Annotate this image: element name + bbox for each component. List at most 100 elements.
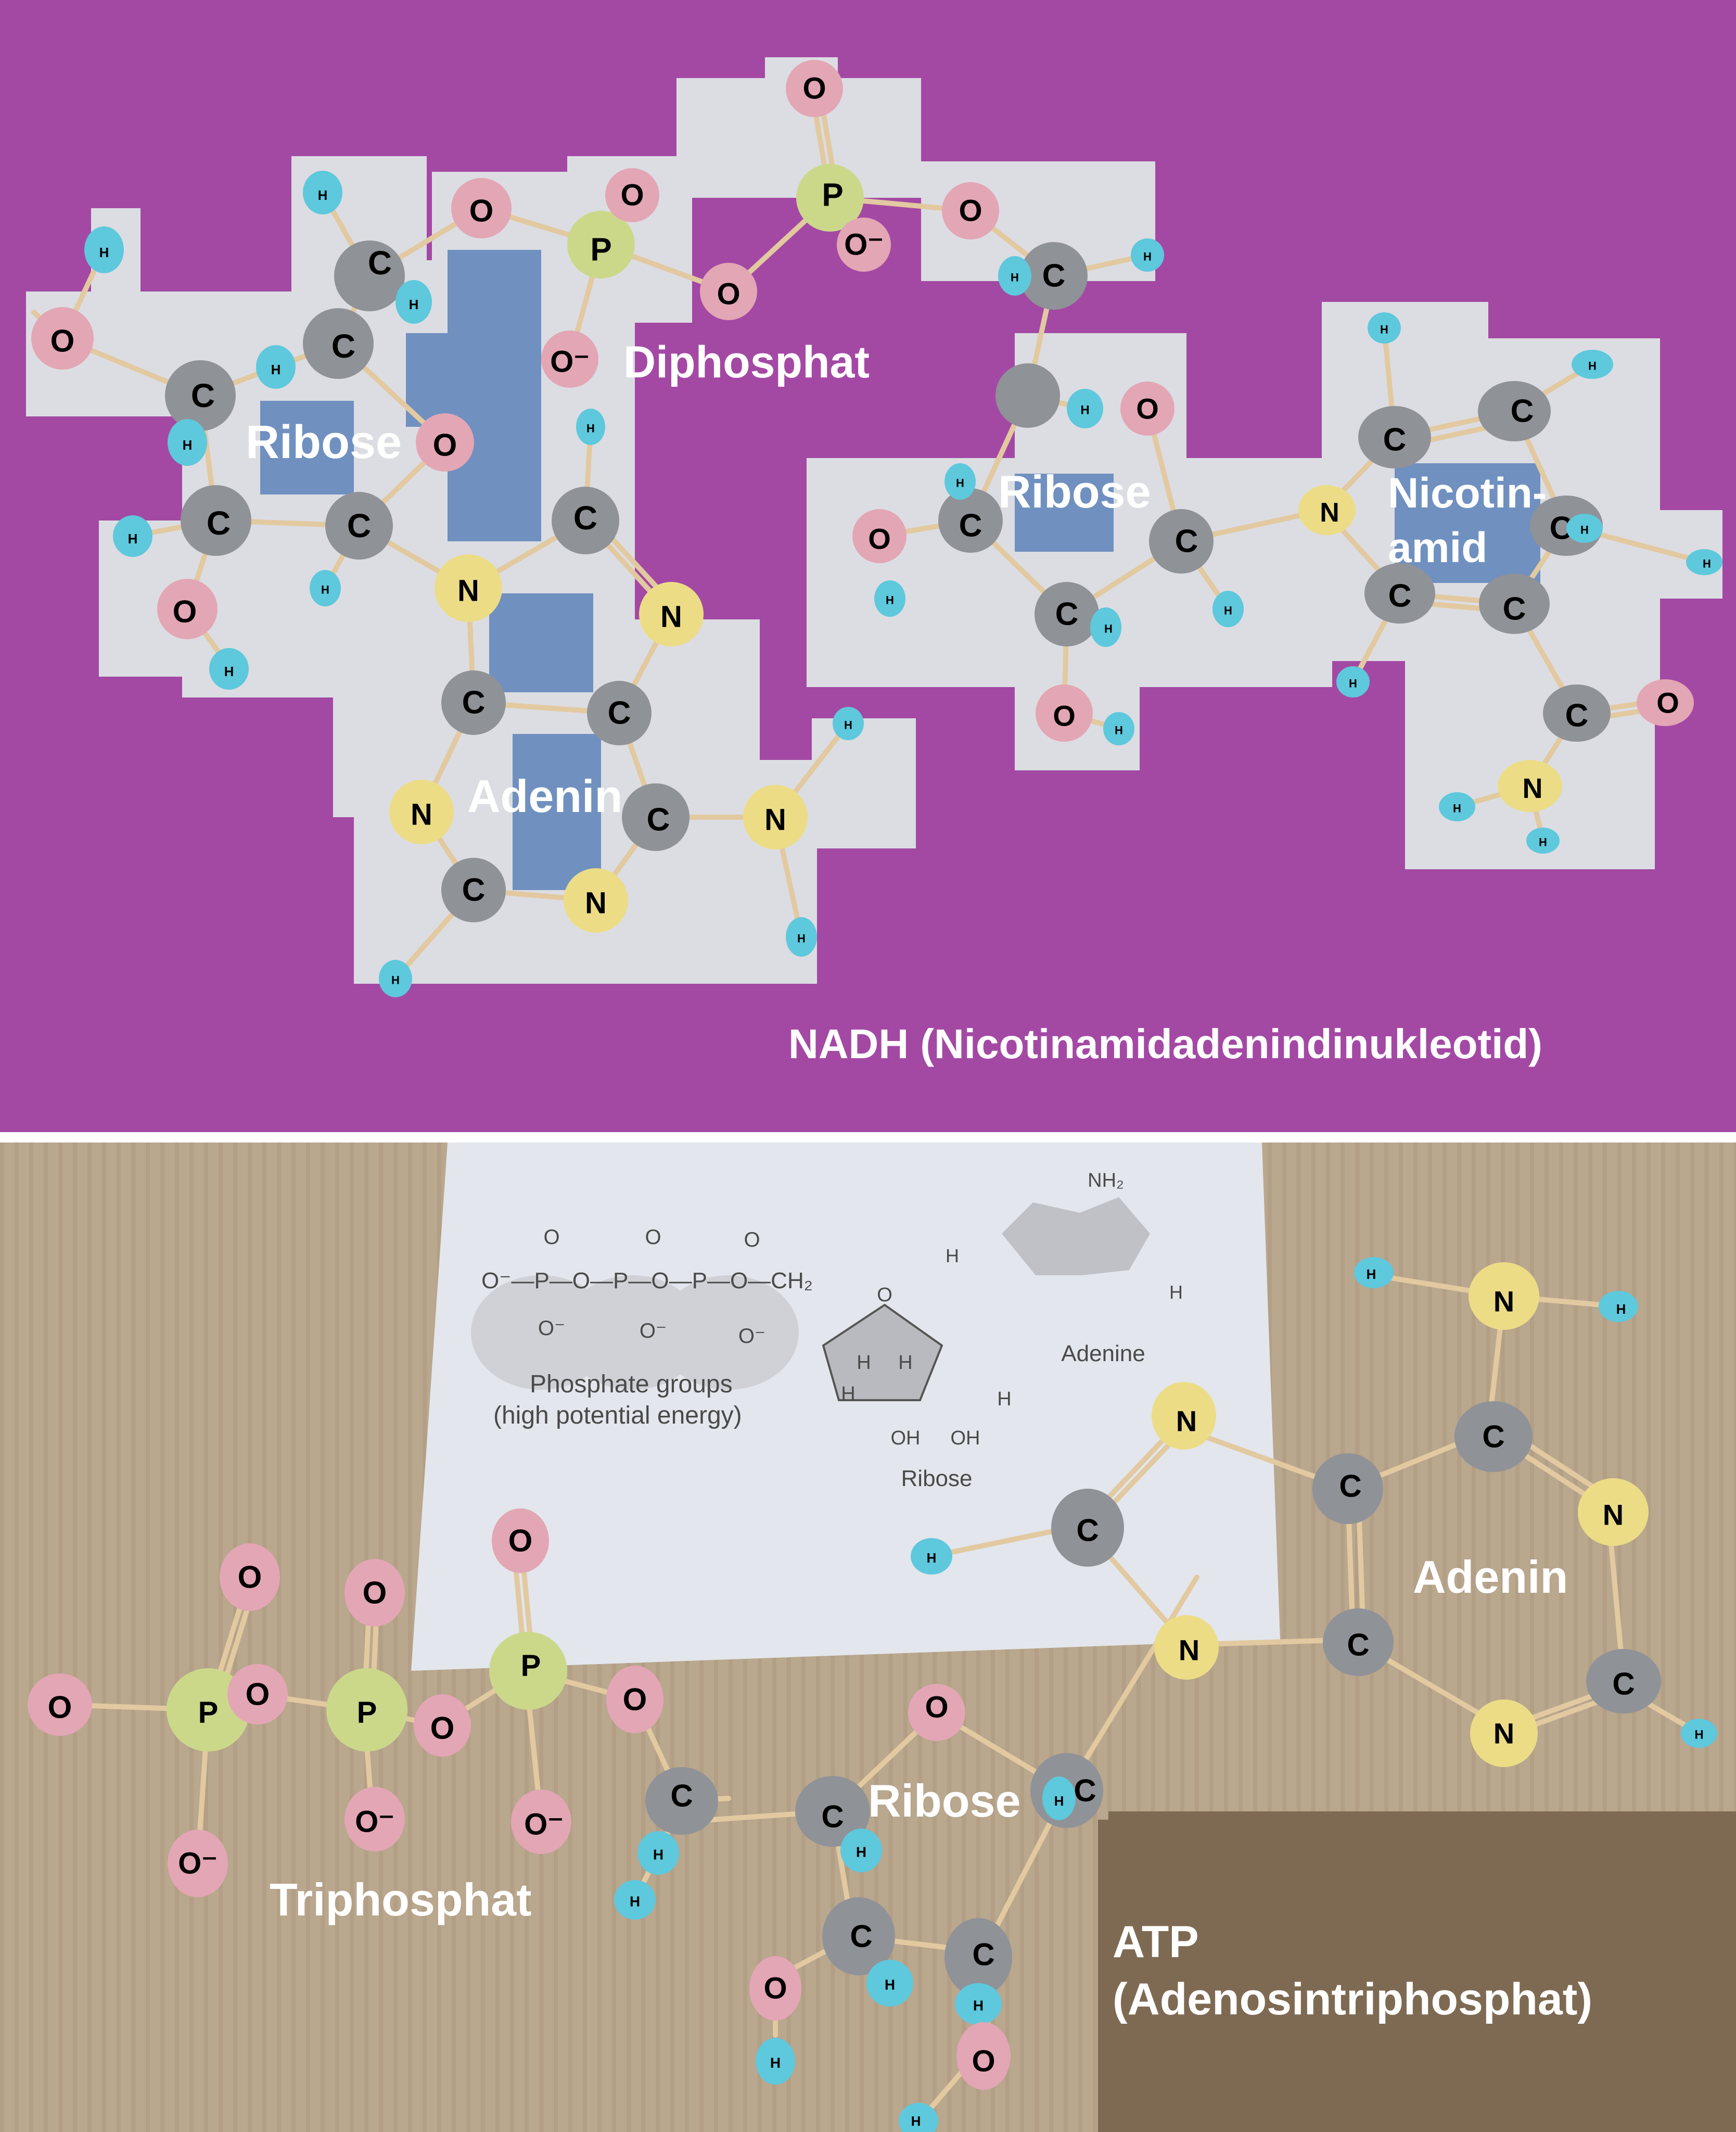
svg-text:C: C	[462, 872, 486, 908]
svg-text:O: O	[620, 179, 644, 212]
svg-text:OH: OH	[951, 1427, 980, 1449]
svg-text:C: C	[462, 685, 486, 721]
atom-hydrogen: H	[1599, 1291, 1638, 1322]
svg-text:C: C	[191, 377, 215, 414]
svg-text:O: O	[173, 594, 197, 629]
atom-phosphorus: P	[796, 164, 864, 232]
svg-text:O⁻: O⁻	[524, 1808, 564, 1842]
svg-text:H: H	[1011, 271, 1019, 284]
svg-text:C: C	[670, 1779, 693, 1813]
svg-text:H: H	[224, 664, 234, 679]
svg-text:O⁻: O⁻	[640, 1319, 667, 1342]
atom-oxygen: O	[749, 1956, 801, 2021]
svg-text:H: H	[770, 2055, 781, 2071]
atom-oxygen-ring: O	[908, 1684, 965, 1741]
atom-hydrogen: H	[1439, 792, 1475, 821]
svg-text:C: C	[1503, 591, 1526, 627]
svg-text:H: H	[841, 1383, 855, 1405]
atom-oxygen: O	[700, 263, 757, 320]
svg-text:O: O	[1656, 687, 1679, 719]
svg-text:O: O	[972, 2045, 995, 2078]
svg-text:H: H	[99, 245, 109, 260]
svg-text:C: C	[821, 1799, 844, 1834]
atom-oxygen-minus: O⁻	[344, 1787, 405, 1851]
atom-oxygen: O	[227, 1664, 288, 1724]
atom-oxygen: O	[852, 509, 907, 563]
reference-diagram: O⁻—P—O—P—O—P—O—CH₂ O O O O⁻ O⁻ O⁻ Phosph…	[471, 1170, 1183, 1491]
atom-hydrogen: H	[955, 1983, 1002, 2025]
atom-carbon: C	[552, 487, 619, 554]
svg-text:H: H	[927, 1550, 937, 1566]
atom-nitrogen: N	[1578, 1478, 1649, 1546]
svg-text:H: H	[1539, 836, 1547, 849]
svg-text:C: C	[331, 327, 355, 365]
svg-text:C: C	[608, 695, 631, 731]
atom-hydrogen: H	[84, 226, 124, 273]
atp-model-svg: O⁻—P—O—P—O—P—O—CH₂ O O O O⁻ O⁻ O⁻ Phosph…	[0, 1143, 1736, 2132]
atom-oxygen: O	[942, 182, 999, 239]
atom-oxygen: O	[606, 1666, 663, 1733]
atom-hydrogen: H	[1368, 312, 1401, 344]
atom-carbon: C	[303, 308, 374, 379]
svg-text:N: N	[1494, 1285, 1514, 1318]
svg-text:O: O	[246, 1677, 270, 1712]
atom-carbon: C	[587, 681, 652, 745]
ref-ribose-caption: Ribose	[901, 1466, 973, 1491]
atom-hydrogen: H	[256, 345, 296, 389]
svg-text:O: O	[238, 1560, 262, 1595]
svg-text:C: C	[1076, 1513, 1099, 1548]
svg-text:H: H	[1169, 1281, 1183, 1303]
svg-text:O: O	[50, 324, 75, 359]
atom-nitrogen: N	[1154, 1615, 1219, 1680]
svg-text:H: H	[1054, 1793, 1064, 1809]
svg-text:H: H	[586, 422, 595, 435]
svg-text:O⁻: O⁻	[738, 1325, 765, 1348]
atp-panel: O⁻—P—O—P—O—P—O—CH₂ O O O O⁻ O⁻ O⁻ Phosph…	[0, 1143, 1736, 2132]
atom-hydrogen: H	[1566, 514, 1603, 543]
atom-nitrogen: N	[389, 780, 454, 844]
svg-text:H: H	[956, 477, 964, 490]
atom-oxygen: O	[31, 307, 94, 370]
atom-nitrogen: N	[1469, 1262, 1539, 1330]
nadh-panel: O H C H C C H H O O H C H C H O H P O	[0, 0, 1736, 1132]
svg-text:C: C	[1511, 394, 1534, 429]
atom-oxygen: O	[220, 1543, 280, 1611]
atom-hydrogen: H	[1067, 389, 1103, 428]
label-nicotinamid-line1: Nicotin-	[1388, 469, 1547, 517]
svg-text:H: H	[857, 1352, 871, 1374]
svg-text:N: N	[585, 886, 607, 920]
svg-text:N: N	[764, 803, 786, 837]
svg-text:C: C	[647, 802, 670, 838]
atom-carbon: C	[325, 492, 393, 560]
svg-text:N: N	[1320, 498, 1339, 528]
svg-text:H: H	[183, 437, 193, 453]
atom-carbon: C	[181, 485, 251, 556]
atom-oxygen-minus: O⁻	[837, 218, 891, 272]
ref-ribose-ring	[822, 1303, 943, 1401]
atom-carbon: C	[645, 1767, 718, 1835]
svg-text:C: C	[1565, 698, 1589, 734]
atom-oxygen: O	[492, 1508, 549, 1573]
atom-oxygen: O	[157, 579, 218, 639]
label-triphosphat: Triphosphat	[270, 1874, 532, 1925]
atom-carbon: C	[938, 488, 1003, 553]
svg-text:H: H	[653, 1847, 663, 1863]
atom-hydrogen: H	[209, 648, 249, 690]
svg-text:N: N	[1179, 1634, 1199, 1667]
svg-text:O: O	[1053, 700, 1076, 732]
svg-text:H: H	[1453, 802, 1461, 815]
atom-oxygen: O	[605, 168, 659, 222]
atom-carbon: C	[1020, 242, 1088, 310]
atom-oxygen: O	[28, 1673, 92, 1736]
svg-text:O: O	[363, 1576, 387, 1610]
svg-text:H: H	[1115, 724, 1123, 737]
svg-text:C: C	[1347, 1628, 1369, 1663]
ref-adenine-caption: Adenine	[1061, 1341, 1145, 1366]
atom-carbon: C	[1478, 381, 1551, 441]
svg-text:H: H	[1367, 1266, 1376, 1282]
atom-oxygen: O	[1637, 679, 1694, 726]
atom-oxygen-minus: O⁻	[168, 1830, 228, 1897]
atp-atoms: O O P O O⁻ O P O O⁻ O P O⁻ O C H H O C H	[28, 1257, 1717, 2132]
svg-text:O: O	[645, 1226, 661, 1249]
svg-text:NH₂: NH₂	[1088, 1170, 1124, 1191]
